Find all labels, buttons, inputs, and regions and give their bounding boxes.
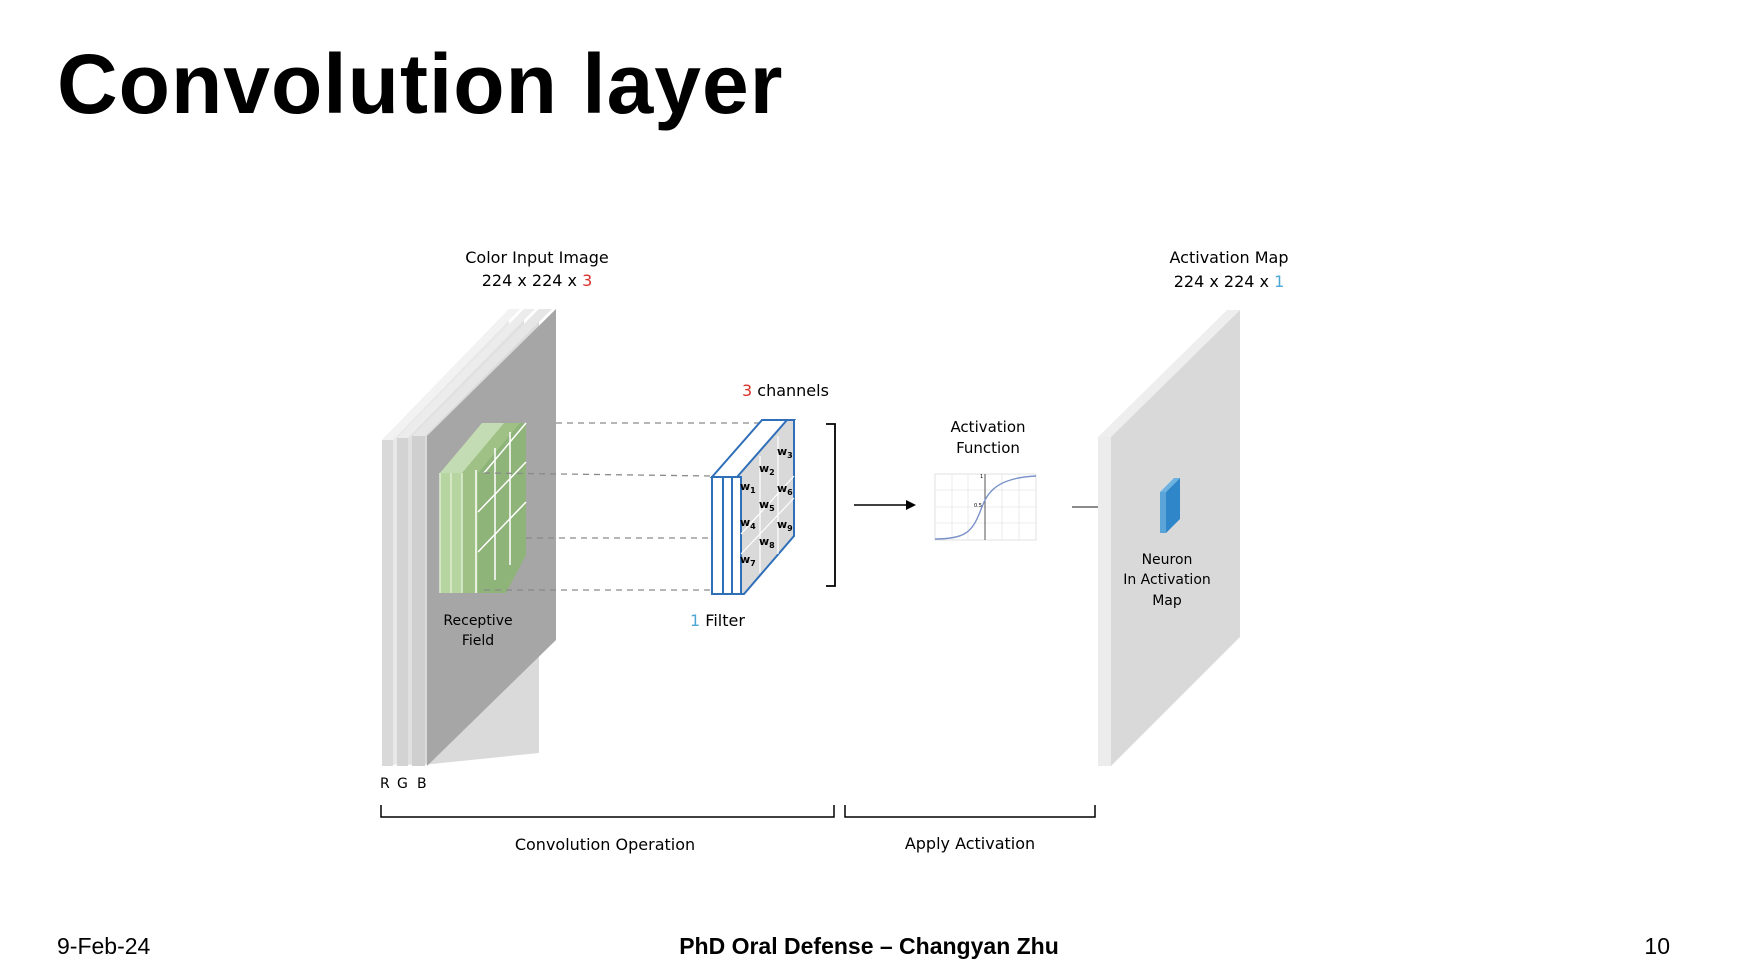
neuron-label-line2: In Activation: [1123, 572, 1211, 588]
activation-map-dims: 224 x 224 x 1: [1174, 272, 1285, 291]
receptive-field-label-line1: Receptive: [443, 613, 512, 629]
neuron-label-line1: Neuron: [1142, 552, 1193, 568]
sigmoid-mid-label: 0.5: [974, 503, 982, 509]
neuron-cube: [1160, 478, 1180, 533]
apply-activation-bracket: [844, 805, 1096, 818]
input-image-title: Color Input Image: [465, 248, 608, 267]
channel-label-r: R: [380, 776, 390, 792]
convolution-operation-bracket: [380, 805, 835, 818]
receptive-field: [439, 422, 527, 593]
projection-lines: [483, 422, 762, 591]
filter-bracket: [826, 423, 836, 587]
receptive-field-label-line2: Field: [462, 633, 494, 649]
activation-function-label-line2: Function: [956, 439, 1020, 457]
channels-label: 3 channels: [742, 381, 829, 400]
arrow-to-activation: [854, 500, 916, 510]
convolution-operation-label: Convolution Operation: [515, 835, 695, 854]
activation-map: [1098, 310, 1240, 766]
activation-function-plot: 0.5 1: [934, 473, 1037, 541]
neuron-label-line3: Map: [1152, 593, 1182, 609]
activation-map-title: Activation Map: [1170, 248, 1289, 267]
footer-date: 9-Feb-24: [57, 933, 151, 959]
activation-function-label-line1: Activation: [950, 418, 1025, 436]
channel-label-g: G: [397, 776, 408, 792]
slide-title: Convolution layer: [57, 37, 784, 131]
sigmoid-top-label: 1: [980, 474, 983, 480]
channel-label-b: B: [417, 776, 427, 792]
apply-activation-label: Apply Activation: [905, 834, 1035, 853]
input-image-dims: 224 x 224 x 3: [482, 271, 593, 290]
footer-page-number: 10: [1644, 933, 1670, 959]
footer-presentation-title: PhD Oral Defense – Changyan Zhu: [679, 933, 1059, 959]
filter-kernel: [709, 419, 797, 595]
filter-label: 1 Filter: [690, 611, 745, 630]
